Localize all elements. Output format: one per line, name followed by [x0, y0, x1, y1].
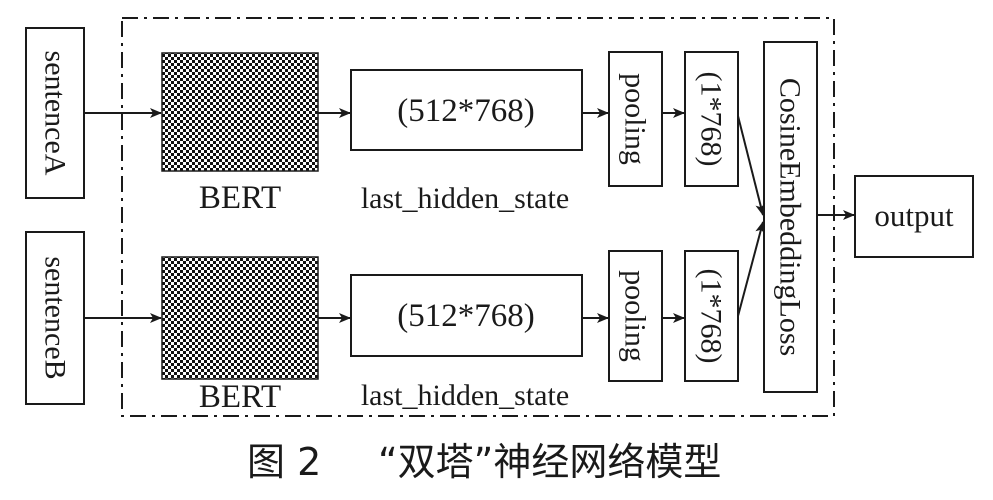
- pooling-box-bottom: pooling: [608, 250, 663, 382]
- pooling-box-top: pooling: [608, 51, 663, 187]
- bert-encoder-bottom: [161, 256, 319, 380]
- pooled-vector-box-bottom: (1*768): [684, 250, 739, 382]
- pooled-vector-value-top: (1*768): [695, 72, 728, 167]
- figure-number: 图 2: [247, 440, 321, 484]
- sentence-a-label: sentenceA: [39, 51, 72, 176]
- bert-label-top: BERT: [199, 180, 281, 216]
- sentence-b-label: sentenceB: [39, 256, 72, 379]
- hidden-state-box-bottom: (512*768): [350, 274, 583, 357]
- output-box: output: [854, 175, 974, 258]
- hidden-state-box-top: (512*768): [350, 69, 583, 151]
- cosine-embedding-loss-label: CosineEmbeddingLoss: [774, 78, 807, 356]
- bert-encoder-top: [161, 52, 319, 172]
- output-label: output: [874, 198, 954, 233]
- pooling-label-top: pooling: [619, 73, 652, 165]
- model-frame: [121, 17, 835, 417]
- sentence-a-box: sentenceA: [25, 27, 85, 199]
- hidden-state-label-bottom: last_hidden_state: [361, 379, 569, 412]
- cosine-embedding-loss-box: CosineEmbeddingLoss: [763, 41, 818, 393]
- arrow-vector-top-to-loss: [737, 115, 766, 216]
- pooled-vector-box-top: (1*768): [684, 51, 739, 187]
- figure-title: “双塔”神经网络模型: [378, 440, 721, 484]
- bert-label-bottom: BERT: [199, 379, 281, 415]
- sentence-b-box: sentenceB: [25, 231, 85, 405]
- pooled-vector-value-bottom: (1*768): [695, 269, 728, 364]
- hidden-state-label-top: last_hidden_state: [361, 182, 569, 215]
- arrow-vector-bottom-to-loss: [737, 221, 766, 317]
- pooling-label-bottom: pooling: [619, 270, 652, 362]
- hidden-state-value-top: (512*768): [397, 93, 534, 129]
- hidden-state-value-bottom: (512*768): [397, 298, 534, 334]
